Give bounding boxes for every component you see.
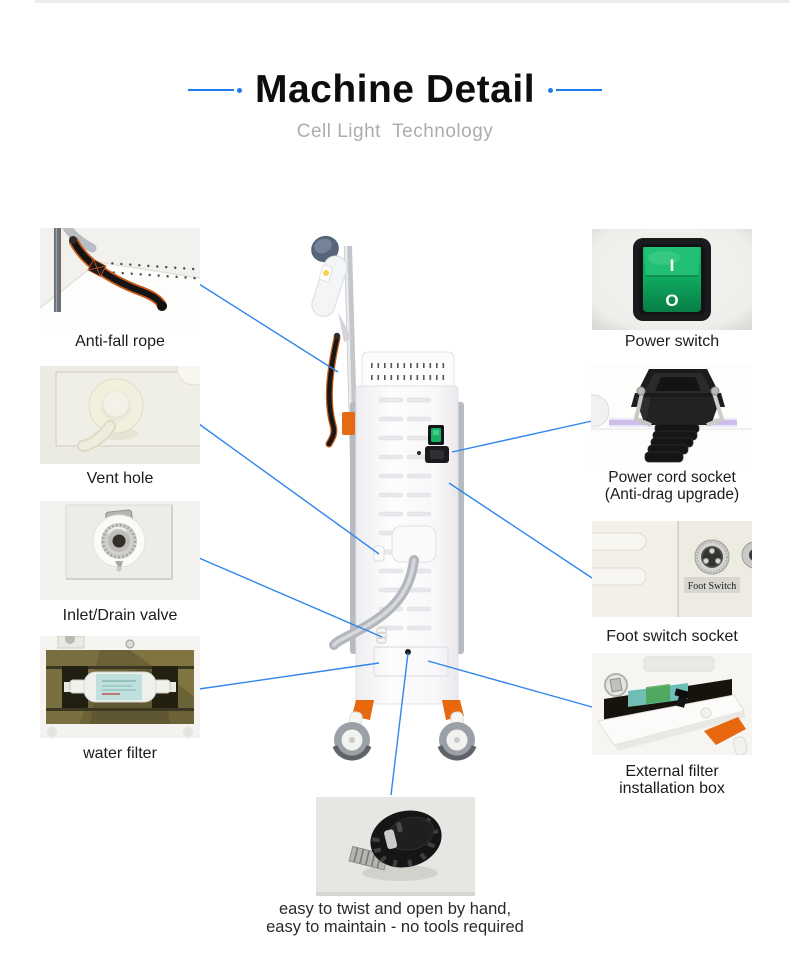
- callout-line-anti-fall-rope: [198, 283, 339, 373]
- label-external-filter-box: External filter installation box: [619, 763, 725, 797]
- machine-access-panel: [373, 646, 449, 677]
- anti-fall-strap: [325, 332, 355, 448]
- machine-body: [329, 385, 464, 705]
- title-decor-left: [187, 87, 242, 93]
- figure-power-cord-socket: [591, 363, 752, 465]
- figure-foot-switch-socket: Foot Switch: [592, 521, 752, 617]
- page-subtitle: Cell Light Technology: [296, 121, 494, 142]
- label-foot-switch-socket: Foot switch socket: [606, 628, 738, 645]
- machine-head: [361, 351, 455, 393]
- title-block: Machine Detail Cell Light Technology: [0, 68, 790, 143]
- label-anti-fall-rope: Anti-fall rope: [75, 333, 165, 350]
- caster-wheel-left: [332, 722, 372, 761]
- callout-line-foot-switch: [448, 482, 593, 579]
- machine-power-socket: [417, 446, 449, 463]
- label-inlet-drain-valve: Inlet/Drain valve: [62, 607, 178, 624]
- figure-external-filter-box: [592, 653, 752, 755]
- machine-panel-knob: [405, 649, 411, 655]
- callout-line-knob: [390, 652, 409, 796]
- label-power-switch: Power switch: [624, 333, 720, 350]
- power-off-symbol: O: [665, 291, 678, 310]
- caster-wheel-right: [437, 722, 477, 761]
- figure-water-filter: [40, 636, 200, 738]
- machine-base: [332, 700, 477, 761]
- callout-line-inlet-drain: [198, 557, 383, 638]
- figure-power-switch: I O: [592, 229, 752, 330]
- callout-line-external-filter: [427, 660, 593, 708]
- label-vent-hole: Vent hole: [86, 470, 154, 487]
- machine-power-switch: [428, 425, 444, 445]
- title-decor-right: [548, 87, 603, 93]
- power-on-symbol: I: [670, 256, 675, 275]
- machine-handpiece: [311, 235, 352, 342]
- label-power-cord-socket: Power cord socket (Anti-drag upgrade): [604, 469, 740, 503]
- figure-knob: [316, 797, 475, 896]
- callout-line-vent-hole: [198, 423, 380, 555]
- foot-switch-sticker: Foot Switch: [688, 581, 737, 592]
- figure-inlet-drain-valve: [40, 501, 200, 600]
- callout-line-power-cord: [451, 420, 593, 453]
- machine-drain-valve: [376, 627, 387, 644]
- bottom-note: easy to twist and open by hand, easy to …: [266, 900, 524, 936]
- page-title: Machine Detail: [254, 68, 536, 111]
- callout-line-water-filter: [198, 662, 380, 690]
- label-water-filter: water filter: [83, 745, 157, 762]
- top-divider: [35, 0, 790, 3]
- figure-vent-hole: [40, 366, 200, 464]
- callout-lines: [198, 283, 593, 796]
- figure-anti-fall-rope: [40, 228, 200, 330]
- machine-hose: [329, 525, 437, 650]
